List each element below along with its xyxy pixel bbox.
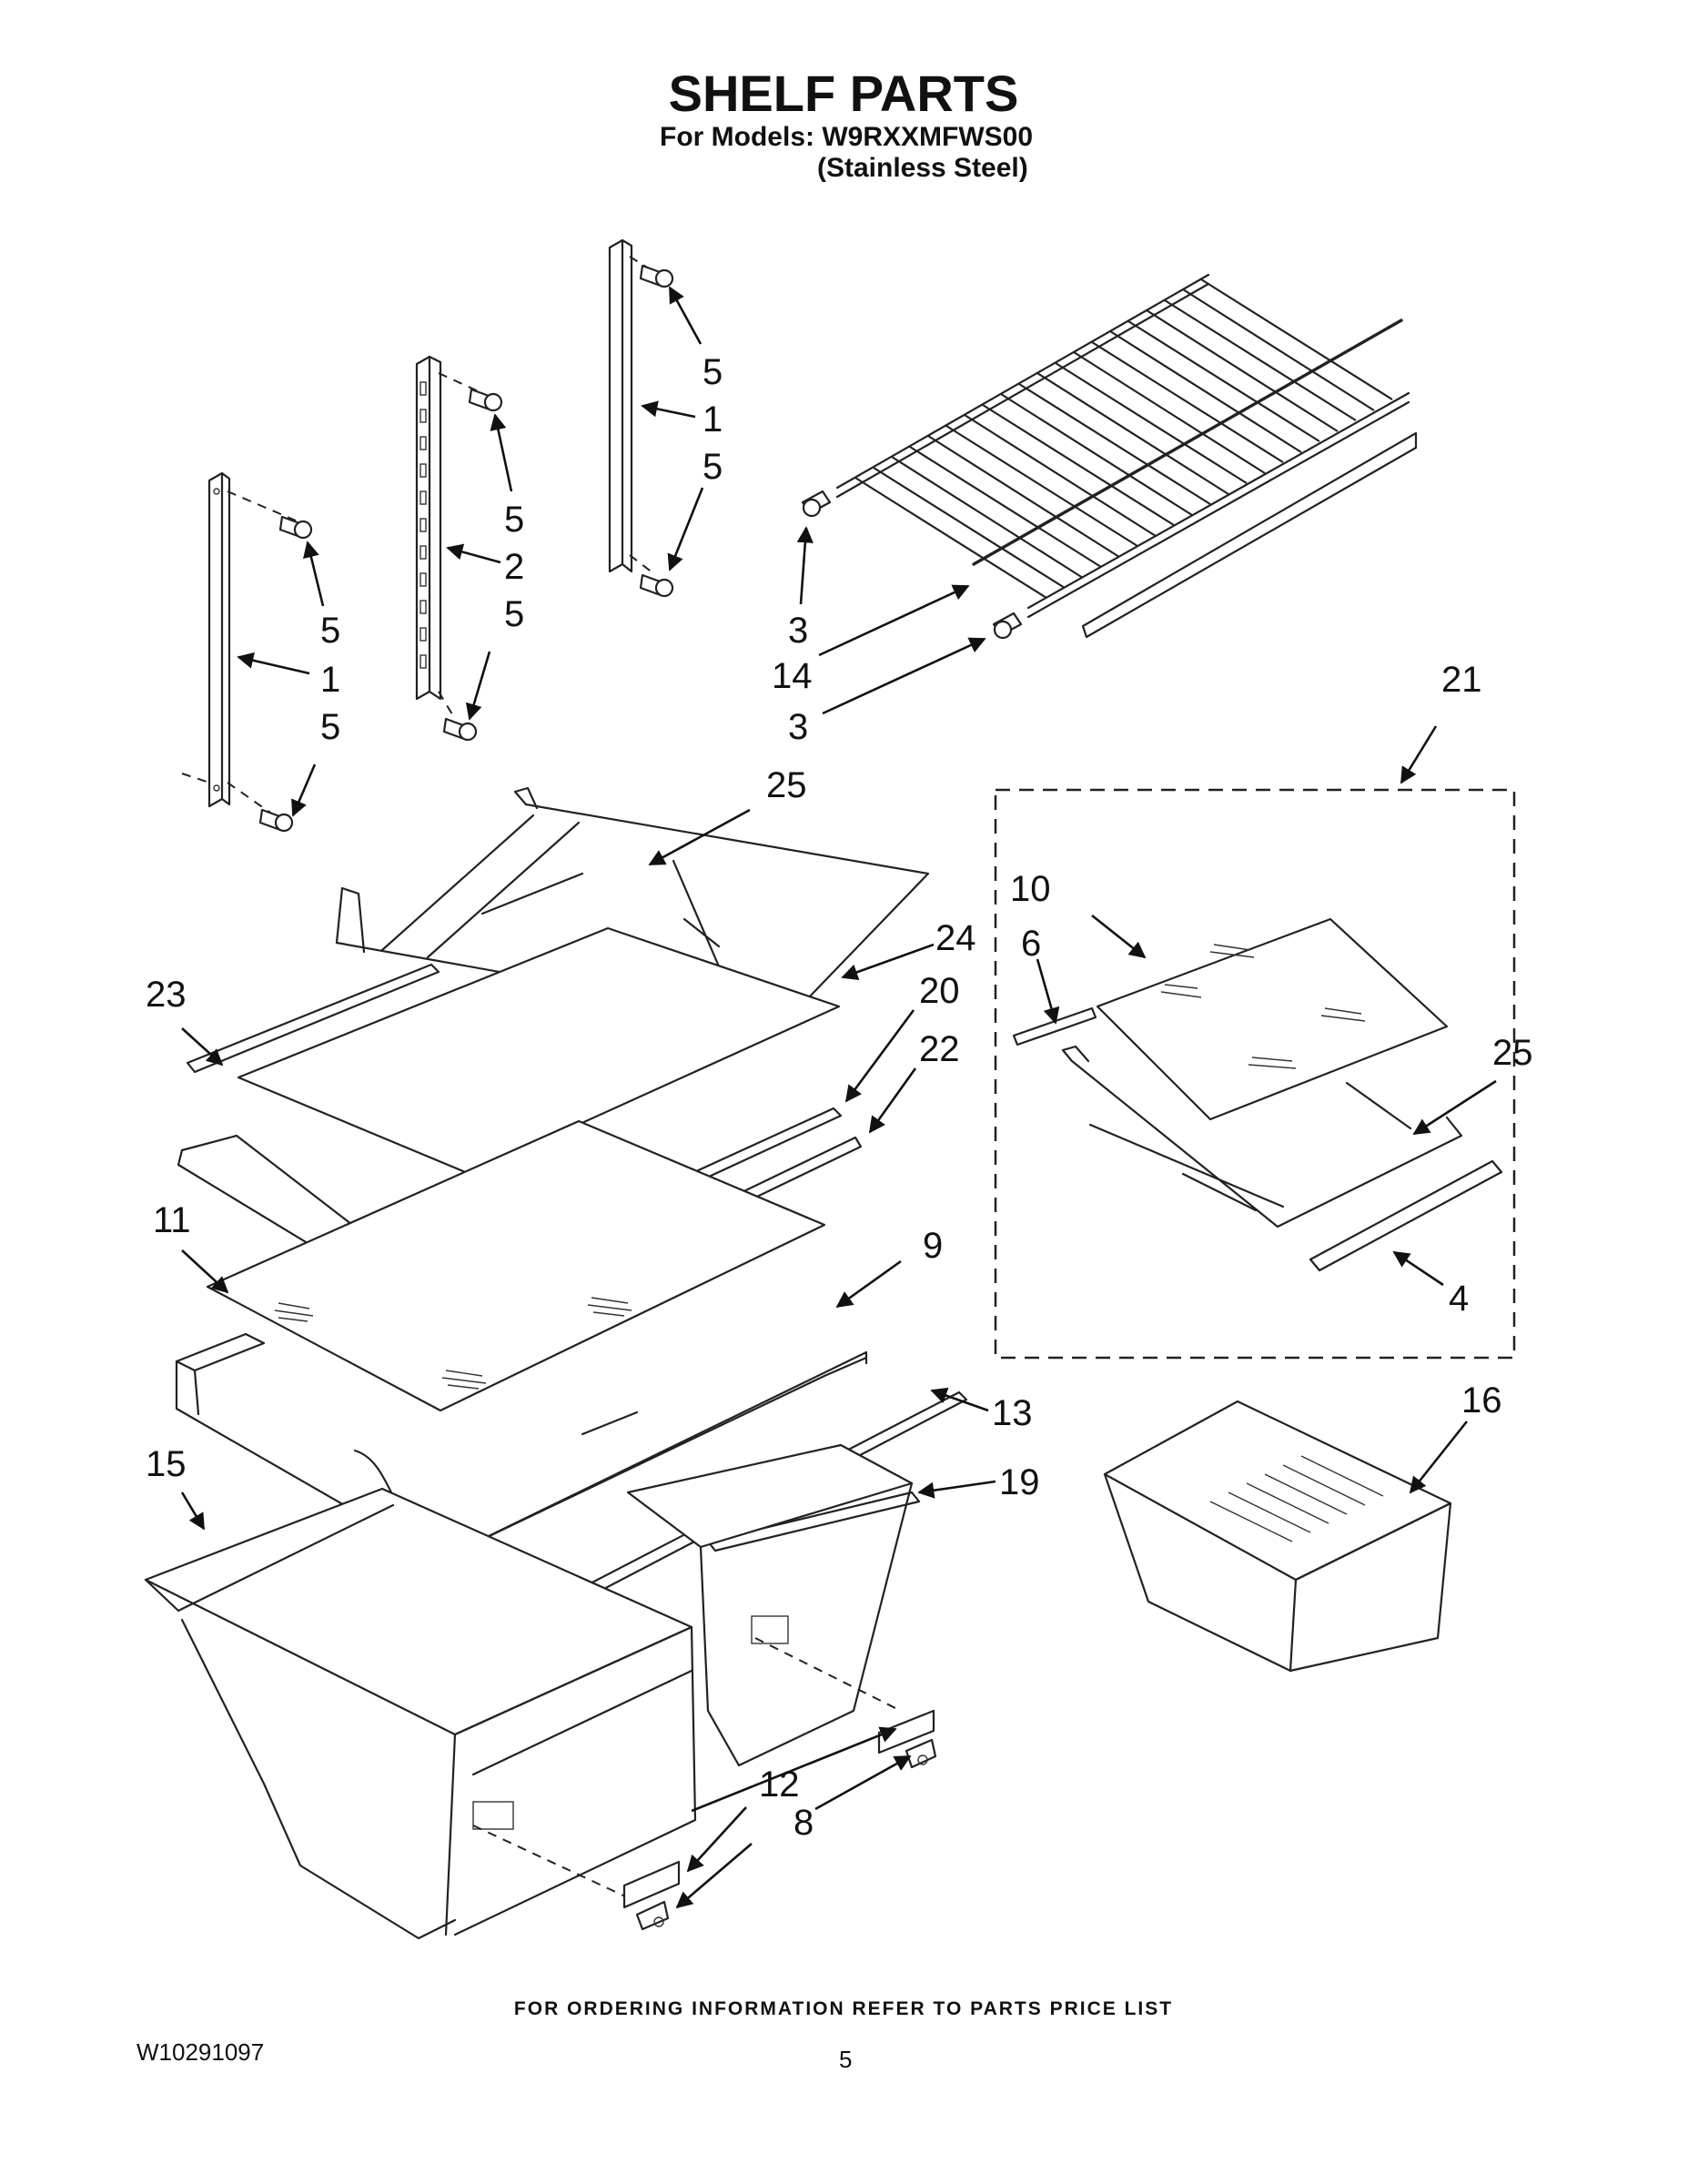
callout-labels: 5 1 5 5 2 5 5 1 5 3 14 3 21 25 10 6 25 4… — [146, 352, 1533, 1843]
drawer-clip-8b — [905, 1738, 937, 1769]
callout-5: 5 — [320, 707, 340, 747]
callout-21: 21 — [1441, 660, 1482, 700]
callout-6: 6 — [1021, 924, 1041, 964]
models-line: For Models: W9RXXMFWS00 — [660, 122, 1033, 152]
callout-3: 3 — [788, 611, 808, 651]
callout-9: 9 — [923, 1226, 943, 1266]
shelf-end-cap-left — [801, 490, 832, 518]
crisper-drawer-left — [144, 1487, 697, 1940]
callout-5: 5 — [504, 594, 524, 634]
shelf-frame-upper — [335, 786, 930, 1025]
callout-25: 25 — [1492, 1033, 1533, 1073]
shelf-frame-lower — [175, 1332, 868, 1571]
screw-left-top — [278, 515, 313, 540]
shelf-frame-assembly — [1061, 1045, 1463, 1228]
document-number: W10291097 — [136, 2038, 264, 2066]
screw-center-top — [468, 388, 503, 412]
wire-shelf — [835, 273, 1418, 639]
callout-5: 5 — [702, 352, 723, 392]
callout-1: 1 — [320, 660, 340, 700]
leader-lines — [180, 286, 1497, 1909]
finish-line: (Stainless Steel) — [817, 153, 1028, 183]
crisper-drawer-right — [626, 1443, 914, 1767]
callout-23: 23 — [146, 975, 187, 1015]
trim-4 — [1309, 1159, 1503, 1272]
glass-shelf-upper — [237, 926, 841, 1176]
callout-5: 5 — [320, 611, 340, 651]
callout-19: 19 — [999, 1462, 1040, 1502]
callout-10: 10 — [1010, 869, 1051, 909]
shelf-ladder-center — [415, 355, 483, 720]
callout-13: 13 — [992, 1393, 1033, 1433]
shelf-ladder-left — [181, 471, 297, 815]
shelf-ladder-right — [608, 238, 654, 574]
callout-12: 12 — [759, 1764, 800, 1805]
callout-2: 2 — [504, 547, 524, 587]
callout-24: 24 — [935, 918, 976, 958]
screw-center-bottom — [442, 717, 478, 742]
callout-1: 1 — [702, 399, 723, 440]
trim-6 — [1012, 1006, 1097, 1046]
trim-23 — [186, 963, 440, 1074]
page-number: 5 — [839, 2046, 852, 2073]
screw-right-bottom — [639, 573, 674, 598]
shelf-end-cap-right — [992, 612, 1023, 640]
drawer-handle-12 — [622, 1860, 681, 1909]
callout-22: 22 — [919, 1029, 960, 1069]
deli-drawer — [1103, 1400, 1452, 1673]
callout-25: 25 — [766, 765, 807, 805]
page-title: SHELF PARTS — [669, 65, 1019, 122]
screw-left-bottom — [258, 808, 294, 833]
callout-4: 4 — [1449, 1279, 1469, 1319]
callout-20: 20 — [919, 971, 960, 1011]
screw-right-top — [639, 264, 674, 288]
glass-shelf-lower — [206, 1119, 826, 1412]
callout-5: 5 — [504, 500, 524, 540]
callout-5: 5 — [702, 447, 723, 487]
ordering-note: FOR ORDERING INFORMATION REFER TO PARTS … — [514, 1998, 1173, 2019]
trim-19 — [706, 1491, 921, 1552]
callout-8: 8 — [793, 1803, 814, 1843]
callout-3: 3 — [788, 707, 808, 747]
callout-15: 15 — [146, 1444, 187, 1484]
glass-shelf-assembly — [1096, 917, 1449, 1121]
callout-14: 14 — [772, 656, 813, 696]
callout-16: 16 — [1461, 1380, 1502, 1421]
callout-11: 11 — [153, 1200, 191, 1240]
drawer-clip-8 — [635, 1900, 670, 1931]
